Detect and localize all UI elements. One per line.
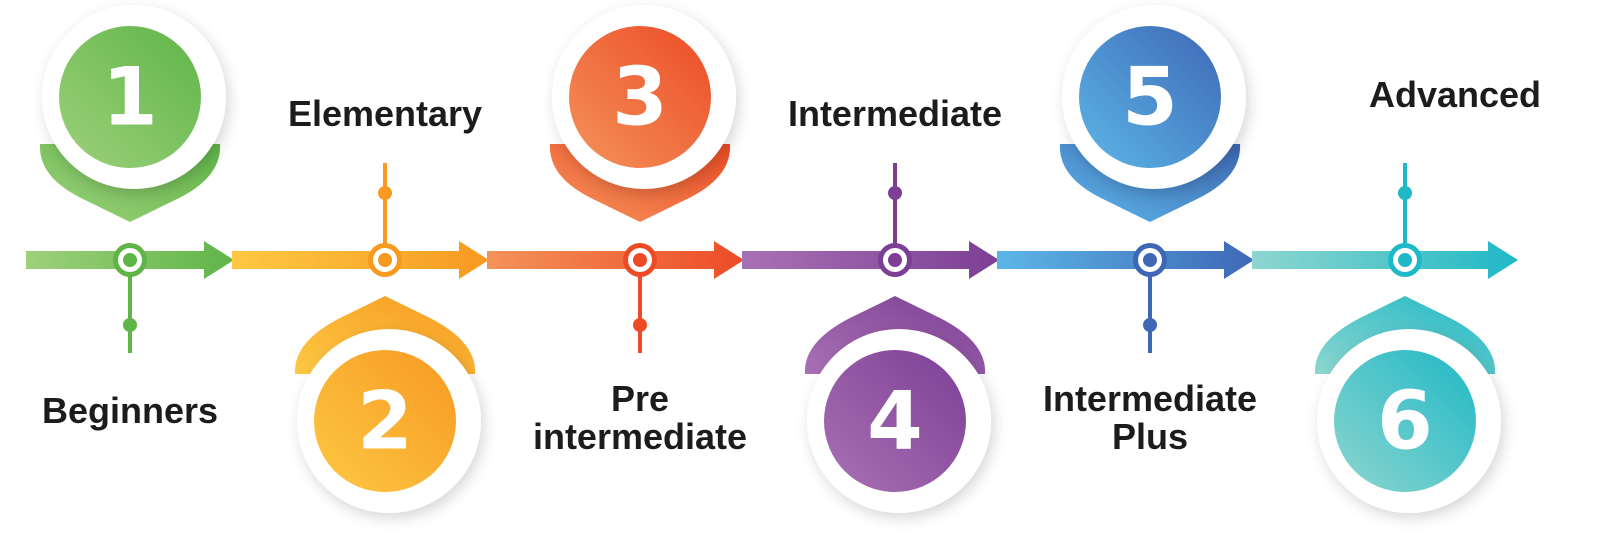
timeline-arrow-segment [742,241,999,279]
step-number: 3 [612,51,668,144]
connector-dot [888,186,902,200]
timeline-arrow-segment [997,241,1254,279]
step-label-line: Intermediate [1042,378,1258,419]
step-label-line: Pre [610,378,670,419]
step-badge [1334,350,1476,492]
step-number: 1 [102,51,158,144]
step-badge [824,350,966,492]
step-3: 3 [487,5,744,353]
step-label-line: Plus [1111,416,1189,457]
connector-dot [1143,318,1157,332]
connector-stem [383,163,387,260]
step-label: Beginners [41,390,219,431]
step-badge [1079,26,1221,168]
step-number: 2 [357,375,413,468]
connector-dot [123,318,137,332]
timeline-arrow-segment [1252,241,1518,279]
step-6: 6 [1252,163,1518,513]
step-number: 4 [867,375,923,468]
connector-dot [1398,186,1412,200]
step-badge [569,26,711,168]
step-label: Intermediate [787,93,1003,134]
connector-stem [1148,260,1152,353]
connector-stem [128,260,132,353]
step-5: 5 [997,5,1254,353]
step-number: 6 [1377,375,1433,468]
step-label: Advanced [1368,74,1542,115]
connector-stem [893,163,897,260]
connector-dot [633,318,647,332]
connector-stem [638,260,642,353]
step-label-line: intermediate [532,416,748,457]
timeline-arrow-segment [487,241,744,279]
step-badge [59,26,201,168]
step-1: 1 [26,5,234,353]
step-number: 5 [1122,51,1178,144]
timeline-arrow-segment [232,241,489,279]
connector-stem [1403,163,1407,260]
step-badge [314,350,456,492]
step-label: Elementary [287,93,483,134]
connector-dot [378,186,392,200]
step-2: 2 [232,163,489,513]
step-4: 4 [742,163,999,513]
